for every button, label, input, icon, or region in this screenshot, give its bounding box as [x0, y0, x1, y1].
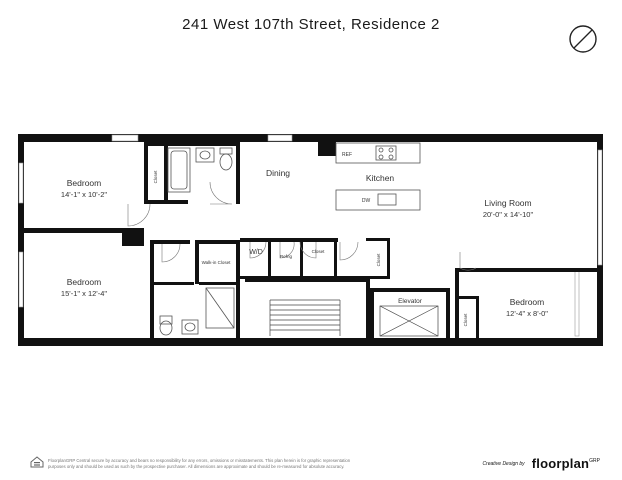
bedroom-1-name: Bedroom [67, 178, 102, 188]
bedroom-1-dims: 14'-1" x 10'-2" [61, 190, 107, 199]
north-arrow-icon [569, 25, 597, 53]
brand-suffix: GRP [589, 457, 600, 464]
wd-label: W/D [249, 249, 263, 256]
living-room-name: Living Room [484, 198, 531, 208]
dw-label: DW [362, 198, 371, 204]
walkin-closet-label: Walk-in Closet [202, 260, 232, 265]
bedroom-2-dims: 15'-1" x 12'-4" [61, 289, 107, 298]
equal-housing-icon [30, 456, 44, 468]
bedroom-3-closet-label: Closet [463, 313, 468, 327]
elevator-label: Elevator [398, 298, 423, 305]
hall-closet-label: Closet [312, 249, 326, 254]
plan-title: 241 West 107th Street, Residence 2 [182, 16, 440, 33]
bathroom-1-fixtures [167, 147, 233, 193]
elevator-shaft [379, 305, 439, 337]
elevator-closet-label: Closet [376, 253, 381, 267]
interior-walls [24, 142, 603, 338]
room-labels: Bedroom 14'-1" x 10'-2" Bedroom 15'-1" x… [61, 152, 548, 326]
door-swings [127, 181, 477, 271]
dining-label: Dining [266, 168, 290, 178]
credit-caption: Creative Design by [482, 460, 525, 467]
bedroom-2-name: Bedroom [67, 277, 102, 287]
living-room-dims: 20'-0" x 14'-10" [483, 210, 534, 219]
disclaimer-text: FloorplanGRP Central secure by accuracy … [48, 458, 351, 469]
bedroom-3-name: Bedroom [510, 297, 545, 307]
refrig-label: Refrig [280, 254, 293, 259]
stairs [269, 299, 341, 336]
ref-label: REF [342, 152, 352, 158]
brand-name: floorplan [531, 456, 590, 471]
designer-credit: Creative Design by floorplanGRP [482, 456, 600, 471]
bedroom-1-closet-label: Closet [153, 170, 158, 184]
bathroom-2-fixtures [159, 287, 235, 336]
kitchen-label: Kitchen [366, 173, 395, 183]
kitchen-counters [335, 142, 421, 211]
bedroom-3-dims: 12'-4" x 8'-0" [506, 309, 548, 318]
